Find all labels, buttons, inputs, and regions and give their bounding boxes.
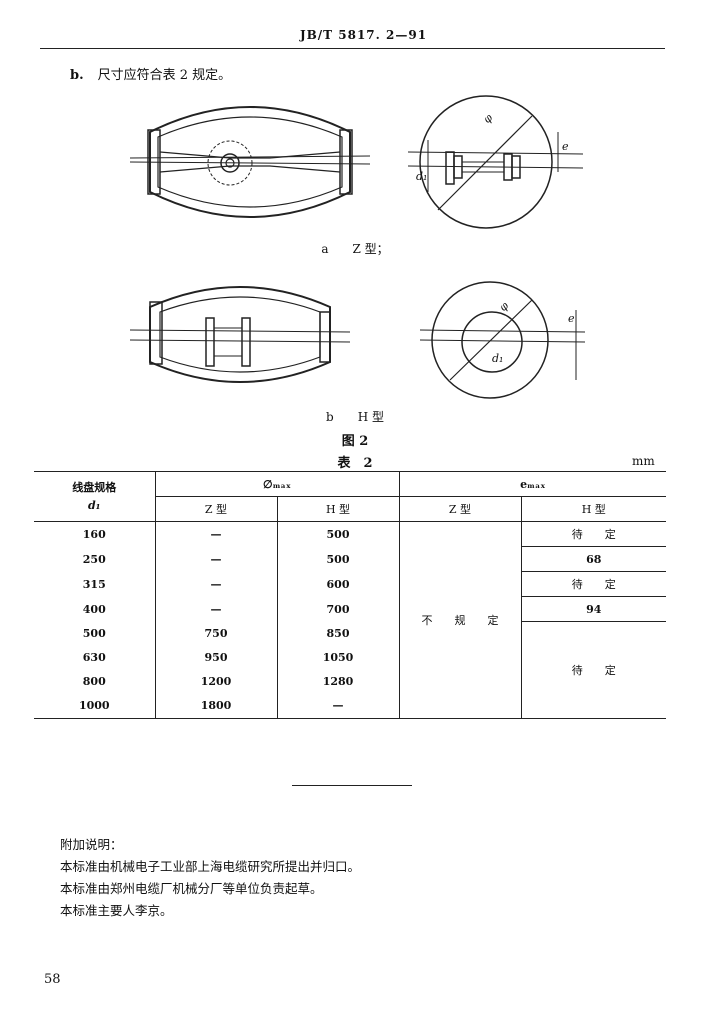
table-title: 表 2	[337, 456, 373, 471]
h-e-label: e	[568, 312, 575, 325]
table-row: 315 — 600 待 定	[34, 571, 666, 597]
cell-z: —	[155, 546, 278, 572]
col-phi-h: H 型	[277, 496, 400, 522]
cell-d1: 630	[34, 645, 156, 670]
cell-e-z-merged: 不 规 定	[399, 521, 522, 718]
cell-z: —	[155, 521, 278, 547]
h-d1-label: d₁	[492, 352, 504, 365]
table-row: 400 — 700 94	[34, 596, 666, 622]
clause-label: b.	[70, 68, 84, 83]
figure-caption-b: b H 型	[326, 410, 384, 424]
col-e-header: eₘₐₓ	[399, 471, 666, 497]
figure-h-type-side	[420, 280, 585, 400]
col-phi-header: ∅ₘₐₓ	[155, 471, 400, 497]
col-e-h: H 型	[521, 496, 666, 522]
table-row: 630 950 1050	[34, 645, 666, 670]
table-unit: mm	[632, 454, 655, 468]
table-row: 500 750 850 待 定	[34, 621, 666, 677]
cell-e-h: 68	[521, 546, 666, 572]
cell-h: 700	[277, 596, 400, 622]
cell-h: 850	[277, 621, 400, 646]
cell-d1: 1000	[34, 693, 156, 718]
notes-line: 本标准由郑州电缆厂机械分厂等单位负责起草。	[60, 881, 323, 896]
cell-d1: 160	[34, 521, 156, 547]
header-rule	[40, 48, 665, 49]
table-row: 250 — 500 68	[34, 546, 666, 572]
cell-d1: 315	[34, 571, 156, 597]
table-row: 800 1200 1280	[34, 669, 666, 694]
col-e-z: Z 型	[399, 496, 522, 522]
notes-line: 本标准主要人李京。	[60, 903, 173, 918]
cell-h: 500	[277, 546, 400, 572]
z-e-label: e	[562, 140, 569, 153]
cell-h: 500	[277, 521, 400, 547]
cell-d1: 500	[34, 621, 156, 646]
cell-h: 600	[277, 571, 400, 597]
col-spec-symbol: d₁	[87, 498, 101, 512]
cell-z: 950	[155, 645, 278, 670]
table-row: 160 — 500 不 规 定 待 定	[34, 521, 666, 718]
clause-b: b. 尺寸应符合表 2 规定。	[70, 64, 231, 83]
cell-z: 1200	[155, 669, 278, 694]
cell-h: 1280	[277, 669, 400, 694]
cell-d1: 250	[34, 546, 156, 572]
cell-e-h: 待 定	[571, 663, 616, 677]
cell-h: 1050	[277, 645, 400, 670]
cell-e-h: 94	[521, 596, 666, 622]
figure-z-type-reel	[130, 92, 370, 232]
cell-z: —	[155, 596, 278, 622]
cell-e-h: 待 定	[521, 571, 666, 597]
cell-e-h: 待 定	[521, 521, 666, 547]
dimension-table: 线盘规格 d₁ ∅ₘₐₓ eₘₐₓ Z 型 H 型 Z 型 H 型 160 — …	[34, 471, 666, 719]
figure-title: 图 2	[341, 434, 369, 449]
col-spec-header: 线盘规格 d₁	[34, 471, 156, 522]
cell-d1: 400	[34, 596, 156, 622]
cell-h: —	[277, 693, 400, 718]
figure-z-type-side	[408, 92, 583, 232]
figure-caption-a: a Z 型；	[321, 242, 389, 256]
cell-z: 1800	[155, 693, 278, 718]
cell-d1: 800	[34, 669, 156, 694]
standard-number: JB/T 5817. 2—91	[299, 28, 428, 42]
cell-z: —	[155, 571, 278, 597]
col-spec-label: 线盘规格	[72, 480, 117, 494]
table-row: 1000 1800 —	[34, 693, 666, 718]
clause-text: 尺寸应符合表 2 规定。	[97, 68, 232, 83]
notes-title: 附加说明：	[60, 837, 123, 852]
col-phi-z: Z 型	[155, 496, 278, 522]
end-rule	[292, 785, 412, 786]
notes-line: 本标准由机械电子工业部上海电缆研究所提出并归口。	[60, 859, 361, 874]
figure-h-type-reel	[130, 282, 350, 402]
page-number: 58	[44, 972, 61, 987]
z-d1-label: d₁	[416, 170, 428, 183]
cell-z: 750	[155, 621, 278, 646]
